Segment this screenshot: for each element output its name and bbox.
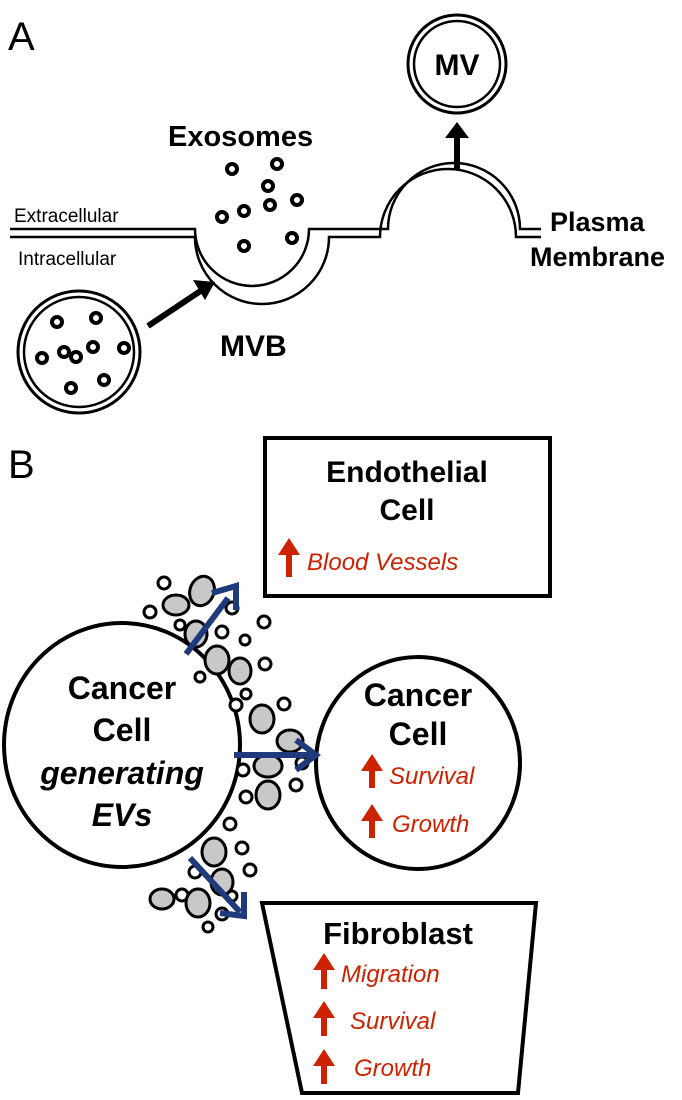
migration-effect: Migration [341, 961, 440, 988]
ev-vesicle [142, 604, 158, 620]
ev-cluster-middle [228, 696, 310, 811]
exosome [237, 204, 251, 218]
ev-vesicle [257, 656, 273, 672]
extracellular-label: Extracellular [14, 206, 119, 227]
panel-a-letter: A [8, 15, 35, 59]
ev-vesicle [227, 656, 253, 686]
source-cell-line1: Cancer [68, 670, 177, 706]
exosomes-label: Exosomes [168, 121, 313, 153]
ev-vesicle [276, 696, 292, 712]
ev-vesicle [234, 840, 250, 856]
ev-vesicle [254, 779, 282, 811]
ev-vesicle [148, 887, 176, 911]
ev-vesicle [183, 619, 209, 649]
endothelial-cell-box [263, 436, 552, 598]
ev-vesicle [235, 762, 251, 778]
intraluminal-vesicle [117, 341, 131, 355]
target-cell-title: Cancer [364, 677, 473, 713]
intraluminal-vesicle [35, 351, 49, 365]
up-arrow-icon [313, 953, 335, 989]
exosome [225, 162, 239, 176]
exosome [263, 198, 277, 212]
intraluminal-vesicle [86, 340, 100, 354]
ev-vesicle [173, 618, 187, 632]
ev-vesicle [256, 614, 272, 630]
intraluminal-vesicle [69, 350, 83, 364]
mv-label: MV [435, 49, 480, 82]
ev-vesicle [193, 670, 207, 684]
transfer-arrow-to-cancer-cell [234, 737, 321, 773]
plasma-membrane [10, 161, 541, 306]
exosome [237, 239, 251, 253]
fibroblast-title: Fibroblast [323, 916, 473, 951]
intraluminal-vesicle [97, 373, 111, 387]
intracellular-label: Intracellular [18, 249, 117, 270]
ev-vesicle [248, 703, 276, 735]
mvb-fusion-arrow [146, 280, 215, 329]
ev-vesicle [156, 575, 172, 591]
ev-vesicle [184, 887, 212, 919]
ev-vesicle [200, 836, 228, 868]
exosome [290, 193, 304, 207]
transfer-arrow-to-fibroblast [187, 855, 247, 920]
up-arrow-icon [313, 1049, 335, 1084]
exosome [285, 231, 299, 245]
membrane-label: Membrane [530, 242, 665, 272]
ev-vesicle [239, 687, 253, 701]
ev-vesicle [238, 633, 252, 647]
fibroblast-survival-effect: Survival [350, 1008, 436, 1035]
growth-effect: Growth [392, 811, 469, 838]
multivesicular-body [16, 289, 142, 415]
exosome-vesicles [215, 157, 304, 253]
plasma-label: Plasma [550, 207, 646, 237]
ev-vesicle [288, 777, 304, 793]
ev-vesicle [214, 624, 230, 640]
exosome [261, 179, 275, 193]
fibroblast-growth-effect: Growth [354, 1055, 431, 1082]
exosome [215, 210, 229, 224]
intraluminal-vesicle [64, 381, 78, 395]
up-arrow-icon [278, 538, 300, 577]
up-arrow-icon [361, 804, 383, 838]
up-arrow-icon [361, 754, 383, 788]
blood-vessels-effect: Blood Vessels [307, 549, 458, 576]
ev-vesicle [242, 862, 258, 878]
endothelial-title: Endothelial [326, 456, 488, 489]
ev-vesicle [252, 753, 284, 779]
source-cell-line4: EVs [92, 797, 152, 833]
ev-vesicle [238, 789, 254, 805]
ev-vesicle [203, 644, 231, 676]
transfer-arrow-to-endothelial [183, 582, 239, 656]
target-cell-subtitle: Cell [389, 716, 448, 752]
microvesicle [406, 13, 508, 115]
survival-effect: Survival [389, 763, 475, 790]
mv-release-arrow [445, 122, 469, 170]
intraluminal-vesicle [50, 315, 64, 329]
mvb-label: MVB [220, 330, 287, 363]
endothelial-subtitle: Cell [379, 494, 434, 527]
exosome [270, 157, 284, 171]
intraluminal-vesicle [57, 345, 71, 359]
ev-vesicle [161, 593, 191, 617]
fibroblast-box [259, 901, 539, 1095]
panel-b-letter: B [8, 443, 35, 487]
source-cell-line2: Cell [93, 712, 152, 748]
ev-vesicle [222, 816, 238, 832]
ev-vesicle [201, 920, 215, 934]
ev-vesicle [228, 697, 244, 713]
source-cancer-cell [2, 621, 242, 869]
up-arrow-icon [313, 1001, 335, 1036]
source-cell-line3: generating [39, 755, 204, 791]
intraluminal-vesicle [89, 311, 103, 325]
